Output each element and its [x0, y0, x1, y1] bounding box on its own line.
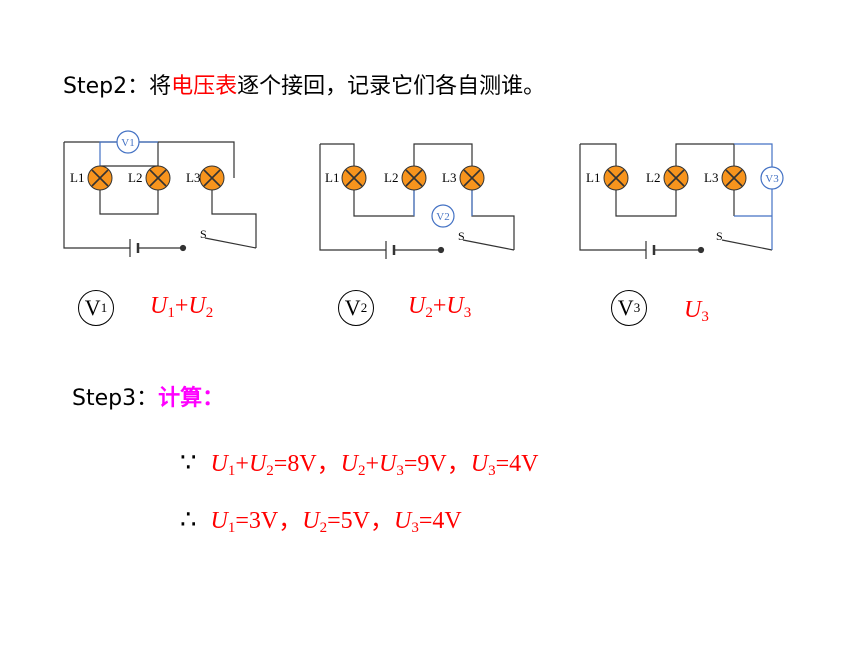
step2-suffix: 逐个接回，记录它们各自测谁。: [237, 74, 546, 99]
lamp-label: L1: [586, 170, 600, 185]
lamp-label: L2: [384, 170, 398, 185]
lamp-icon: [603, 165, 629, 191]
because-line: ∵U1+U2=8V，U2+U3=9V，U3=4V: [180, 448, 539, 479]
therefore-term-3: =4V: [418, 508, 462, 534]
lamp-label: L2: [128, 170, 142, 185]
lamp-icon: [199, 165, 225, 191]
switch-label: S: [200, 227, 207, 241]
answer-1: U1+U2: [150, 293, 214, 321]
lamp-label: L1: [70, 170, 84, 185]
because-symbol: ∵: [180, 448, 197, 478]
lamp-label: L3: [186, 170, 200, 185]
therefore-line: ∴U1=3V，U2=5V，U3=4V: [180, 505, 462, 536]
because-term-3: =4V: [495, 451, 539, 477]
lamp-label: L3: [442, 170, 456, 185]
circuit-2: [319, 143, 515, 259]
therefore-symbol: ∴: [180, 505, 197, 535]
lamp-label: L1: [325, 170, 339, 185]
step3-prefix: Step3：: [72, 386, 159, 411]
lamp-label: L3: [704, 170, 718, 185]
step2-prefix: Step2：将: [63, 74, 172, 99]
step2-heading: Step2：将电压表逐个接回，记录它们各自测谁。: [63, 68, 545, 100]
lamp-icon: [459, 165, 485, 191]
circuit-diagrams: V1 L1 L2 L3 S V2 L1 L2 L3 S V3: [63, 130, 784, 259]
step3-heading: Step3：计算：: [72, 380, 224, 412]
lamp-icon: [663, 165, 689, 191]
lamp-icon: [341, 165, 367, 191]
switch-label: S: [458, 229, 465, 243]
therefore-term-2: =5V，: [327, 508, 394, 534]
circuit-1: [63, 141, 257, 257]
lamp-icon: [721, 165, 747, 191]
lamp-icon: [401, 165, 427, 191]
meter-label-1: V1: [121, 137, 134, 149]
lamp-label: L2: [646, 170, 660, 185]
therefore-term-1: =3V，: [235, 508, 303, 534]
answer-3: U3: [684, 297, 709, 325]
switch-label: S: [716, 229, 723, 243]
meter-label-3: V3: [765, 173, 779, 185]
lamp-icon: [87, 165, 113, 191]
step3-highlight: 计算：: [158, 386, 225, 411]
step2-highlight: 电压表: [171, 74, 238, 99]
lamp-icon: [145, 165, 171, 191]
because-term-2: =9V，: [403, 451, 471, 477]
circuit-3: [579, 143, 773, 259]
meter-label-2: V2: [436, 211, 449, 223]
because-term-1: =8V，: [273, 451, 341, 477]
answer-2: U2+U3: [408, 293, 472, 321]
